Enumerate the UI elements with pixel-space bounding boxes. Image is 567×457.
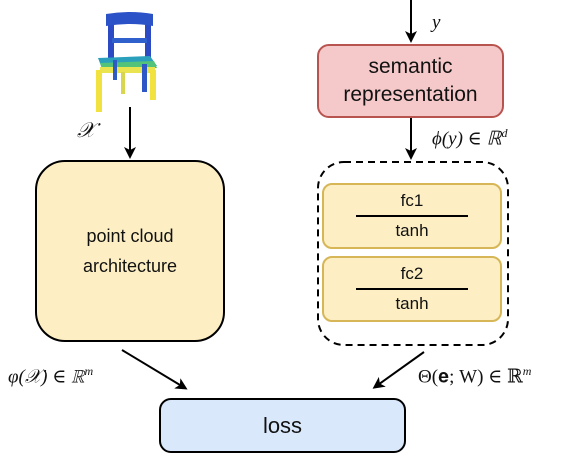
input-set-label: 𝒳 <box>77 118 96 142</box>
phi-embedding-label: ϕ(y) ∈ ℝd <box>432 126 508 150</box>
fc1-divider <box>356 215 468 217</box>
point-cloud-line-2: architecture <box>82 256 178 276</box>
arrow-fc-to-loss <box>372 351 425 389</box>
fc2-layer-box: fc2 tanh <box>322 256 502 322</box>
loss-box: loss <box>159 398 406 453</box>
fc2-activation: tanh <box>395 294 429 313</box>
theta-embedding-label: Θ(𝐞; W) ∈ ℝm <box>418 364 532 388</box>
fc2-label: fc2 <box>400 264 424 283</box>
y-label: y <box>432 12 441 33</box>
fc1-label: fc1 <box>400 191 424 210</box>
chair-point-cloud-icon <box>96 12 157 112</box>
point-cloud-line-1: point cloud <box>86 226 174 246</box>
fc-dashed-container <box>317 161 509 346</box>
point-cloud-architecture-box: point cloud architecture <box>35 160 225 342</box>
semantic-line-2: representation <box>343 83 478 106</box>
semantic-line-1: semantic <box>368 55 453 78</box>
semantic-representation-box: semantic representation <box>317 44 504 118</box>
loss-label: loss <box>262 412 303 438</box>
fc1-activation: tanh <box>395 221 429 240</box>
arrow-architecture-to-loss <box>121 349 188 390</box>
fc2-divider <box>356 288 468 290</box>
fc1-layer-box: fc1 tanh <box>322 183 502 249</box>
varphi-embedding-label: φ(𝒳) ∈ ℝm <box>8 364 94 388</box>
